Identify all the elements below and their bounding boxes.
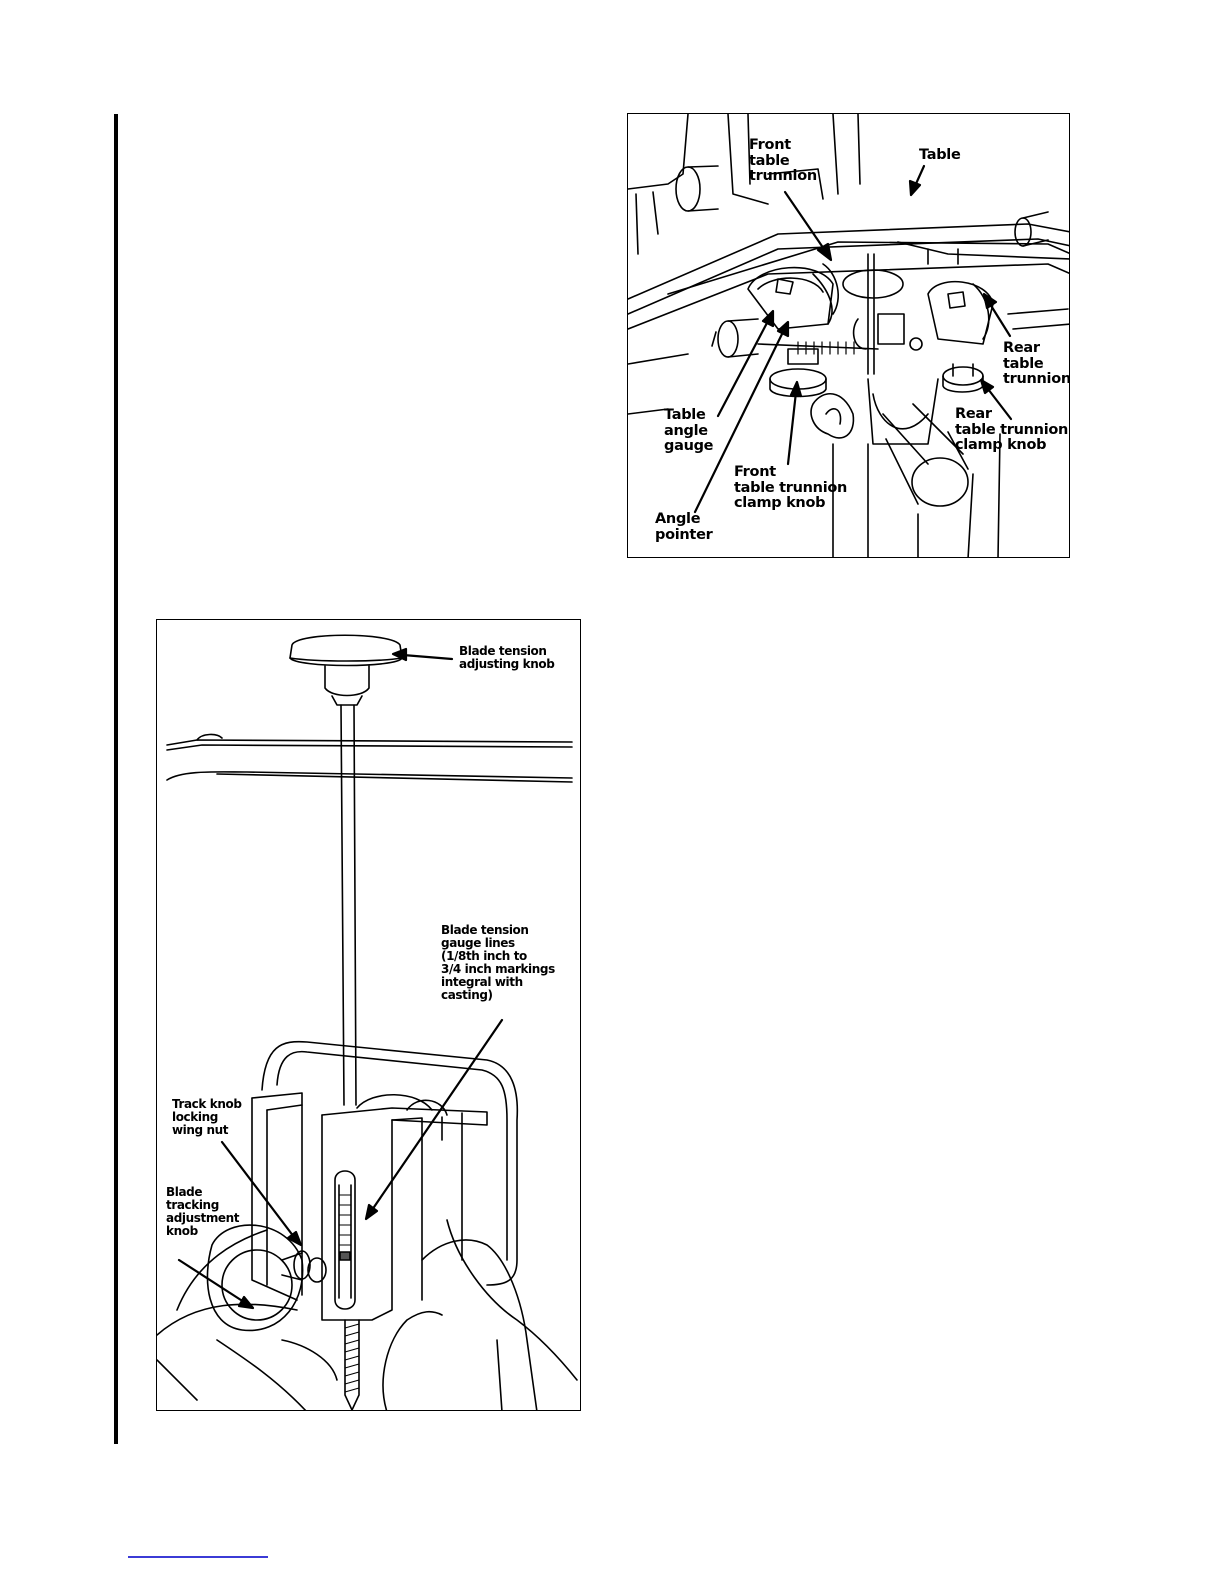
- blade-tension-illustration: [157, 634, 578, 1410]
- trunnion-figure: Front table trunnion Table Rear table tr…: [627, 113, 1070, 558]
- label-blade-tension-gauge-lines: Blade tension gauge lines (1/8th inch to…: [441, 923, 555, 1002]
- label-front-table-trunnion: Front table trunnion: [749, 137, 817, 184]
- label-angle-pointer: Angle pointer: [655, 511, 713, 543]
- label-blade-tracking-adjustment-knob: Blade tracking adjustment knob: [166, 1185, 240, 1238]
- label-table-angle-gauge: Table angle gauge: [664, 407, 714, 454]
- trunnion-illustration: [628, 114, 1069, 557]
- label-table: Table: [919, 147, 961, 163]
- label-track-knob-locking-wing-nut: Track knob locking wing nut: [172, 1097, 242, 1137]
- label-rear-table-trunnion: Rear table trunnion: [1003, 340, 1070, 387]
- label-front-table-trunnion-clamp-knob: Front table trunnion clamp knob: [734, 464, 848, 511]
- blade-tension-figure: Blade tension adjusting knob Blade tensi…: [156, 619, 581, 1411]
- label-blade-tension-adjusting-knob: Blade tension adjusting knob: [459, 644, 555, 671]
- label-rear-table-trunnion-clamp-knob: Rear table trunnion clamp knob: [955, 406, 1069, 453]
- left-margin-rule: [114, 114, 118, 1444]
- footer-link-underline[interactable]: [128, 1556, 268, 1558]
